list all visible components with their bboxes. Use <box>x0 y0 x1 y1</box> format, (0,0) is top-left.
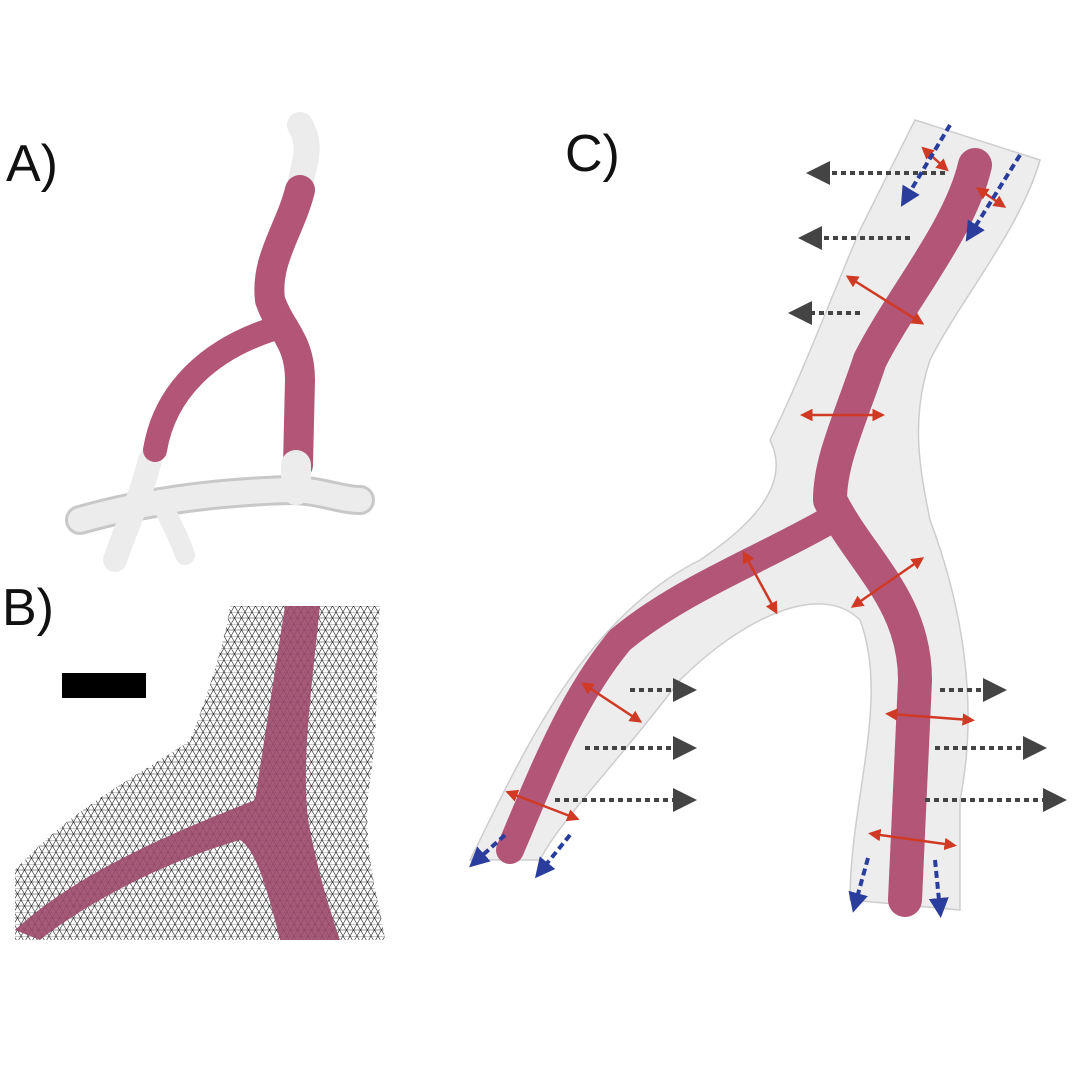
panel-a-vessel-model <box>65 112 375 572</box>
scale-bar <box>62 673 146 698</box>
panel-c-label: C) <box>565 125 620 183</box>
panel-c-vessel-model <box>468 119 1067 918</box>
panel-b-mesh <box>15 606 385 940</box>
panel-b-label: B) <box>2 579 54 637</box>
panel-a-label: A) <box>6 135 58 193</box>
